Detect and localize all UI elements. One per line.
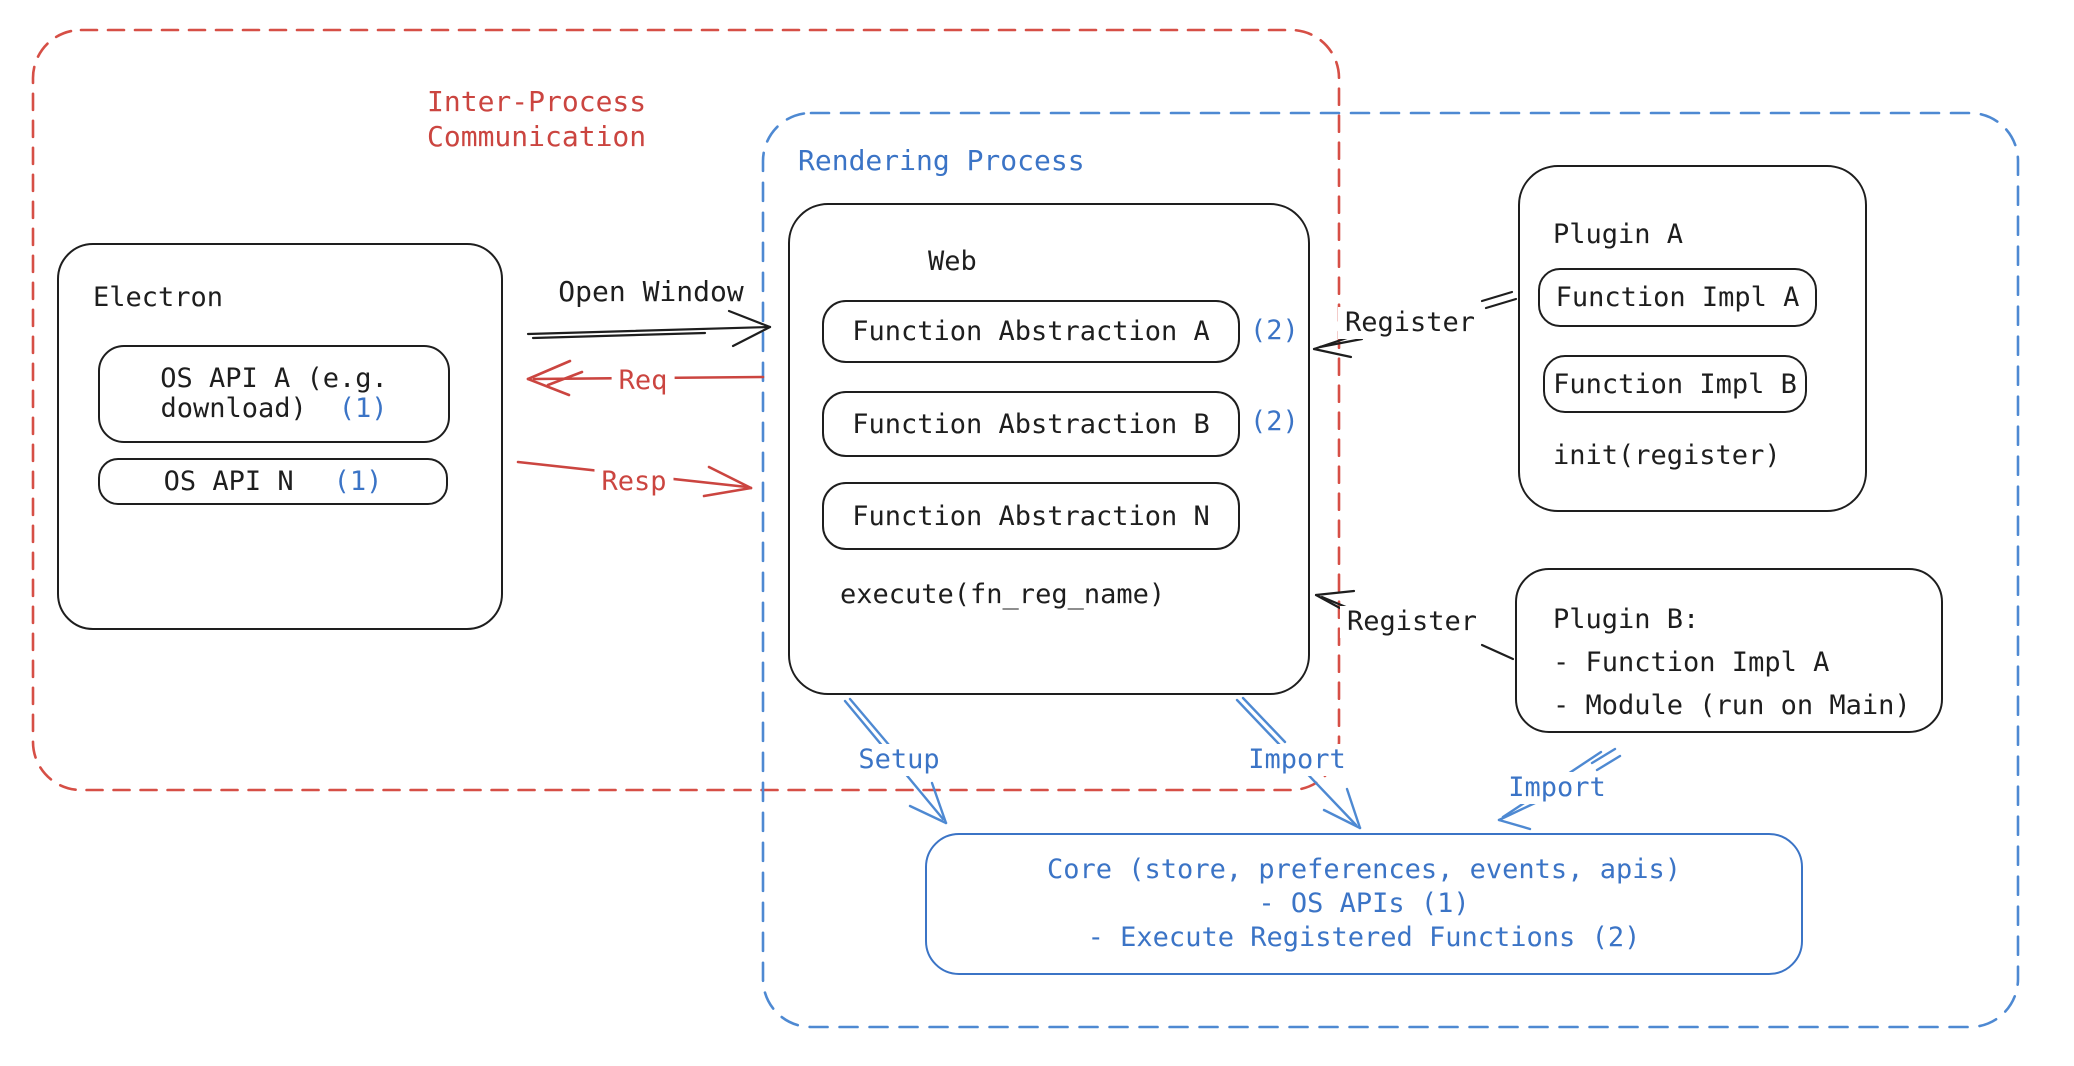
ipc-region-label: Inter-Process Communication — [427, 85, 647, 153]
os-api-a-label: OS API A (e.g. download)(1) — [160, 363, 388, 424]
function-abstraction-a-badge: (2) — [1250, 315, 1299, 346]
plugin-b-box — [1515, 568, 1943, 733]
open-window-arrow — [526, 309, 772, 348]
plugin-a-title: Plugin A — [1553, 219, 1684, 250]
function-impl-b-label: Function Impl B — [1553, 368, 1797, 400]
function-impl-a-label: Function Impl A — [1555, 282, 1800, 313]
plugin-a-box — [1518, 165, 1867, 512]
function-abstraction-b-box: Function Abstraction B — [822, 391, 1240, 457]
init-register-label: init(register) — [1553, 440, 1781, 471]
resp-label: Resp — [594, 466, 674, 498]
os-api-n-badge: (1) — [333, 466, 383, 497]
plugin-b-text: Plugin B: - Function Impl A - Module (ru… — [1553, 604, 1911, 721]
rendering-region-label: Rendering Process — [798, 144, 1085, 177]
import-1-label: Import — [1241, 744, 1353, 776]
os-api-a-box: OS API A (e.g. download)(1) — [98, 345, 450, 443]
function-abstraction-b-badge: (2) — [1250, 406, 1299, 437]
os-api-n-box: OS API N (1) — [98, 458, 448, 505]
function-abstraction-n-box: Function Abstraction N — [822, 482, 1240, 550]
register-2-label: Register — [1339, 606, 1485, 638]
function-abstraction-b-label: Function Abstraction B — [852, 408, 1210, 440]
setup-label: Setup — [851, 744, 947, 776]
function-impl-a-box: Function Impl A — [1538, 268, 1817, 327]
import-2-label: Import — [1501, 772, 1613, 804]
function-abstraction-a-label: Function Abstraction A — [852, 316, 1210, 347]
function-abstraction-a-box: Function Abstraction A — [822, 300, 1240, 363]
web-title: Web — [928, 246, 977, 277]
os-api-a-badge: (1) — [338, 393, 388, 424]
core-box: Core (store, preferences, events, apis) … — [925, 833, 1803, 975]
function-abstraction-n-label: Function Abstraction N — [852, 500, 1210, 532]
core-line-1: Core (store, preferences, events, apis) — [1047, 854, 1681, 885]
core-line-3: - Execute Registered Functions (2) — [1087, 922, 1641, 953]
core-line-2: - OS APIs (1) — [1258, 888, 1470, 919]
open-window-label: Open Window — [551, 276, 751, 308]
electron-box — [57, 243, 503, 630]
register-1-label: Register — [1337, 307, 1483, 339]
web-box — [788, 203, 1310, 695]
req-label: Req — [611, 365, 675, 397]
electron-title: Electron — [93, 282, 224, 313]
os-api-n-label: OS API N — [163, 466, 294, 497]
execute-label: execute(fn_reg_name) — [840, 579, 1166, 610]
function-impl-b-box: Function Impl B — [1543, 355, 1807, 413]
